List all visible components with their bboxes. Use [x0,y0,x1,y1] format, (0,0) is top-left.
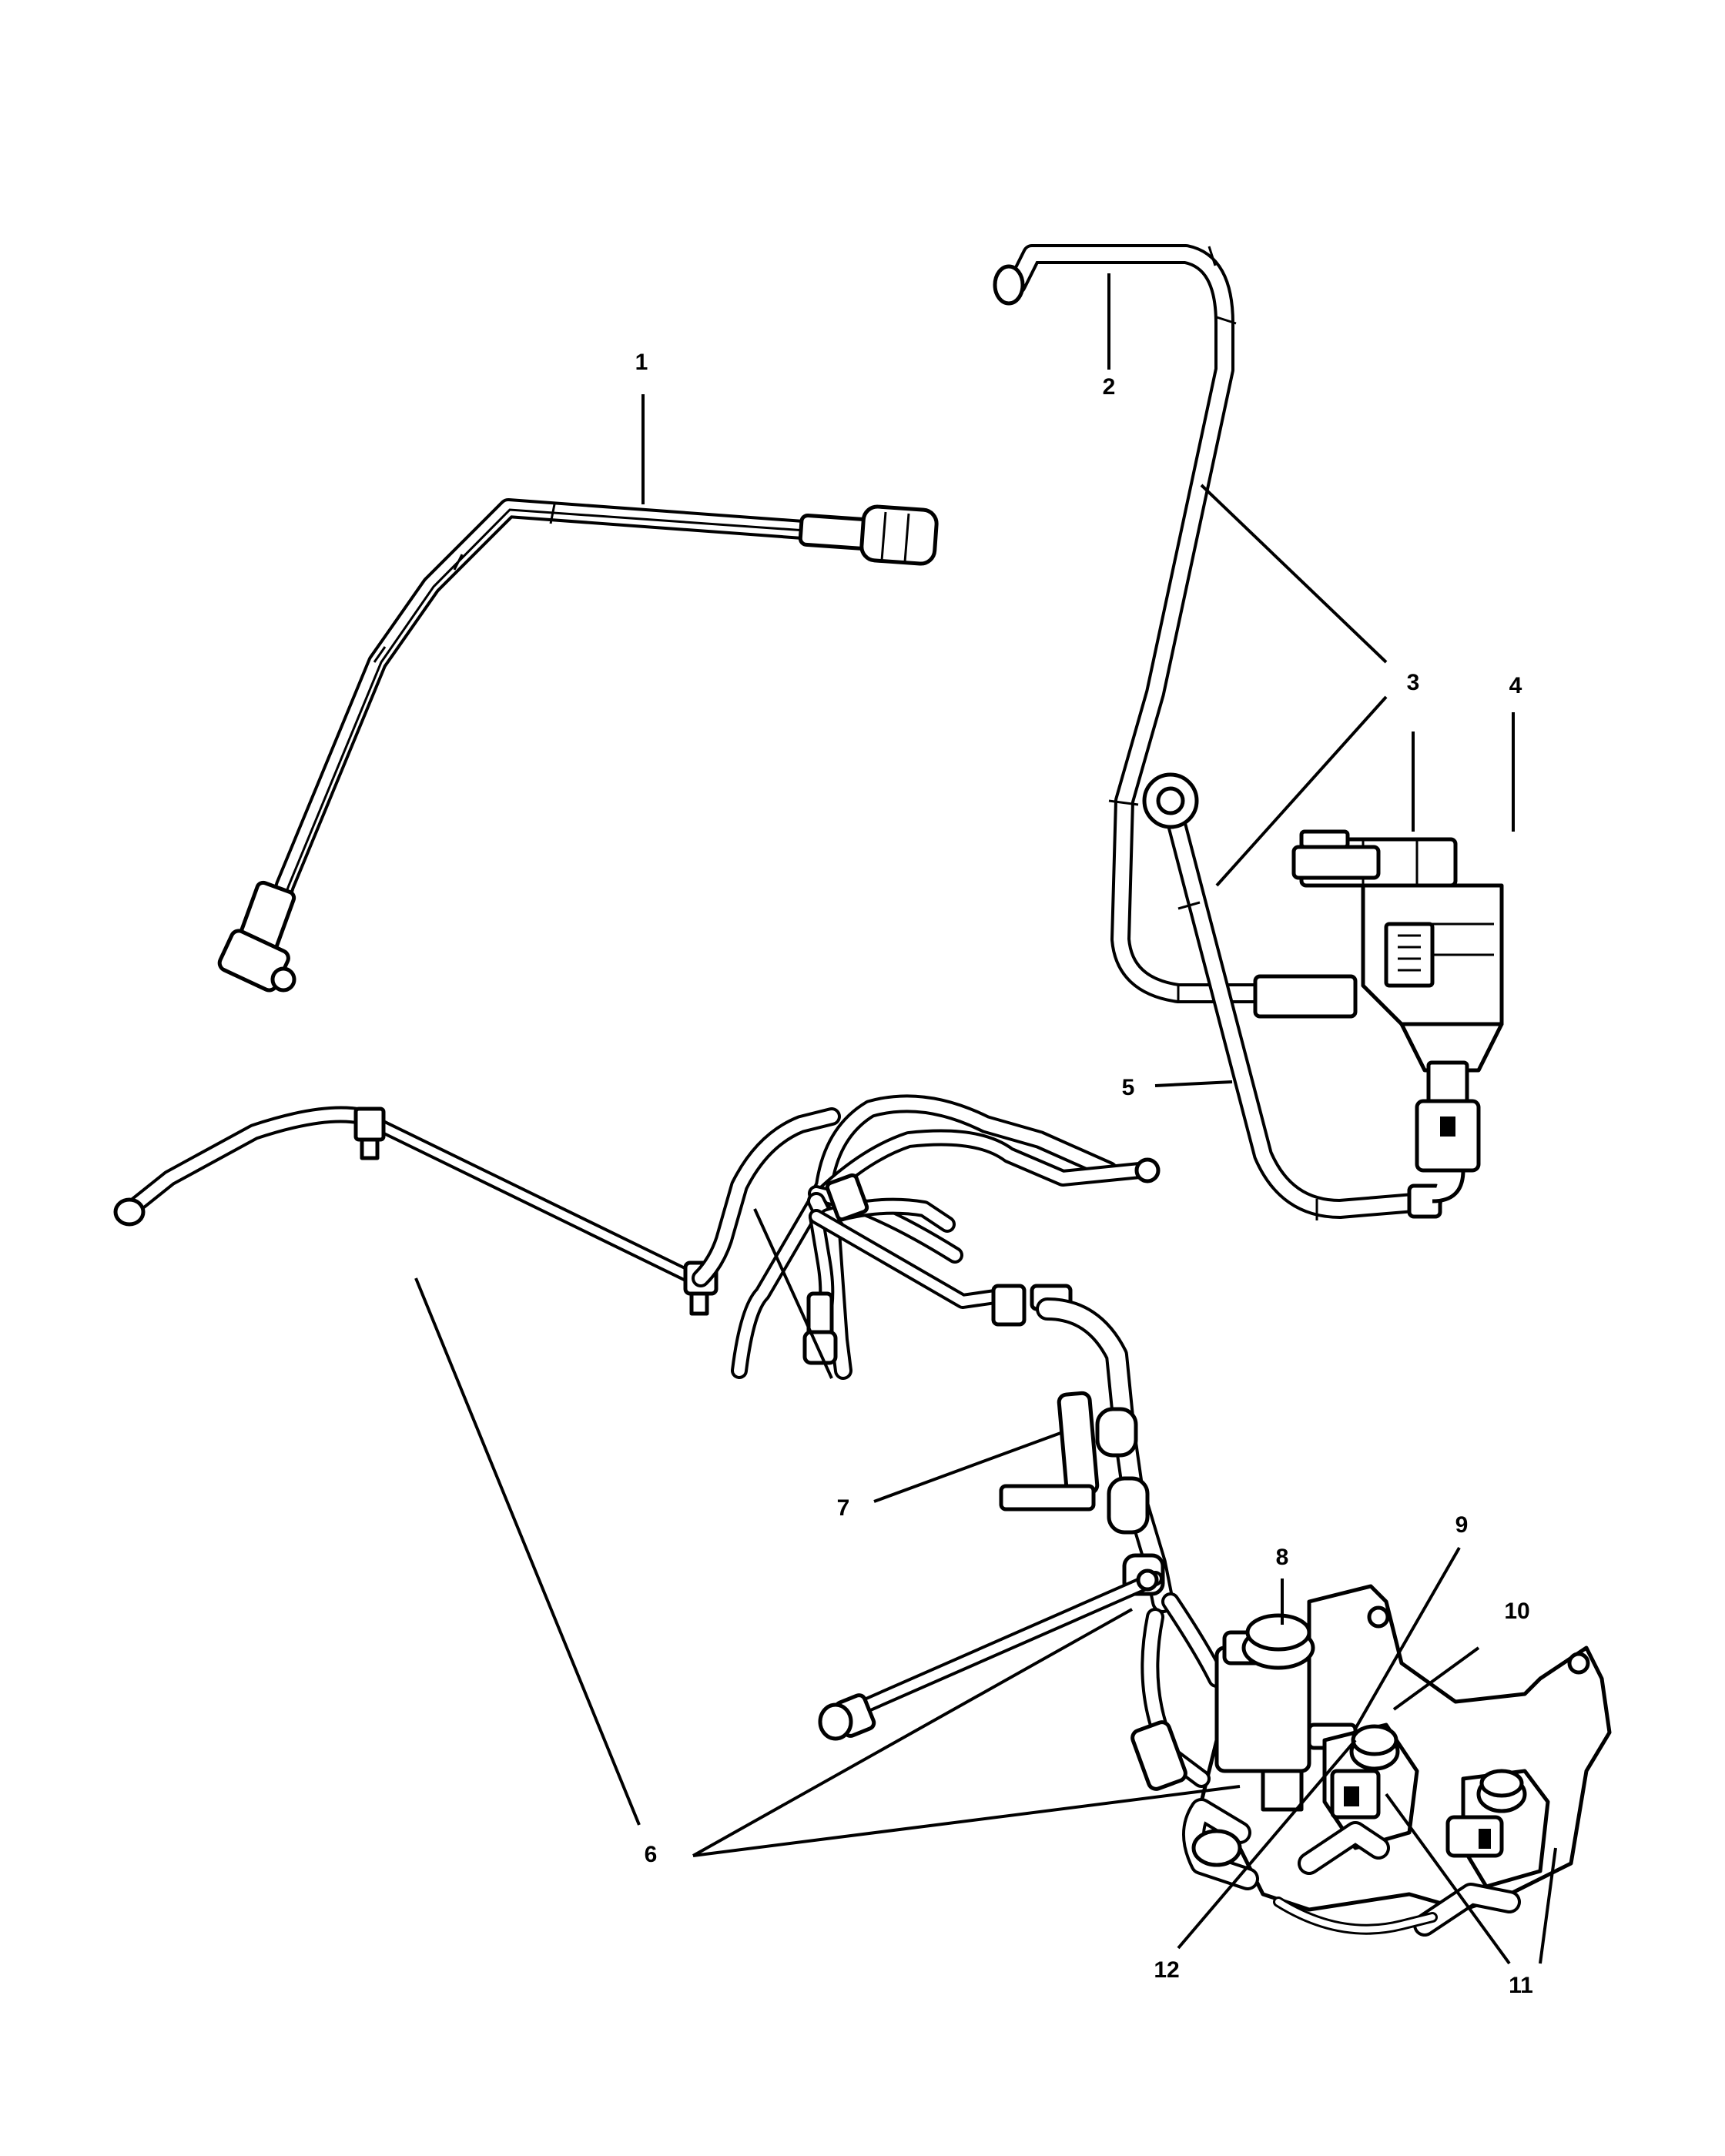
leader-lines [414,273,1557,1965]
part-2-3-hoses [993,244,1465,1220]
callout-labels: 1 2 3 3 4 5 6 7 8 9 10 11 12 [635,350,1533,1998]
valve-cluster [1130,1584,1612,1937]
callout-6: 6 [645,1842,658,1867]
callout-8: 8 [1276,1545,1289,1570]
callout-12: 12 [1154,1957,1179,1983]
part-4-valve [1291,829,1504,1173]
callout-3-upper: 3 [1407,670,1420,695]
part-6-hose-lower [818,1568,1163,1741]
callout-7: 7 [837,1495,850,1521]
part-7-harness [731,1094,1174,1613]
callout-1: 1 [635,350,648,375]
callout-4: 4 [1509,673,1522,698]
callout-2: 2 [1103,374,1116,400]
part-6-hose-left [113,1106,841,1316]
callout-10: 10 [1504,1599,1529,1624]
callout-11: 11 [1509,1973,1533,1998]
callout-9: 9 [1455,1512,1469,1538]
callout-5: 5 [1122,1075,1135,1100]
part-1-hose [217,498,939,993]
